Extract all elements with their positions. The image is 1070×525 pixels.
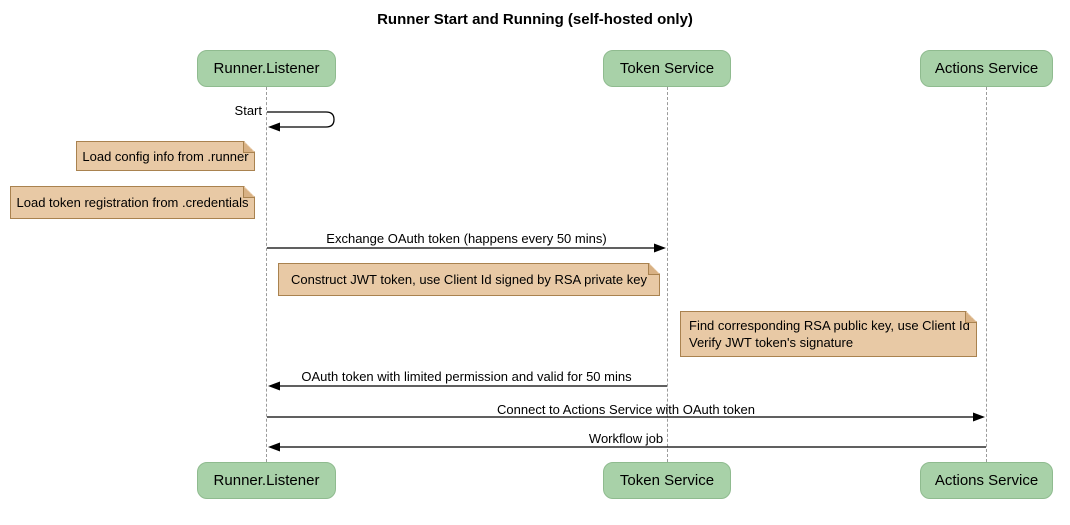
participant-label: Actions Service bbox=[934, 60, 1039, 77]
note-fold-corner bbox=[965, 312, 976, 323]
self-loop-arrow-start bbox=[267, 111, 335, 128]
participant-runner-listener-bottom: Runner.Listener bbox=[197, 462, 336, 499]
message-label-oauth-return: OAuth token with limited permission and … bbox=[301, 369, 632, 384]
note-text-line1: Find corresponding RSA public key, use C… bbox=[689, 318, 970, 333]
participant-token-service-bottom: Token Service bbox=[603, 462, 731, 499]
message-label-connect: Connect to Actions Service with OAuth to… bbox=[497, 402, 755, 417]
note-load-token-registration: Load token registration from .credential… bbox=[10, 186, 255, 219]
note-construct-jwt: Construct JWT token, use Client Id signe… bbox=[278, 263, 660, 296]
arrowhead bbox=[268, 122, 280, 132]
lifeline-actions-service bbox=[986, 87, 987, 462]
note-text-line2: Verify JWT token's signature bbox=[689, 335, 854, 350]
message-label-workflow-job: Workflow job bbox=[588, 431, 664, 446]
note-text: Load config info from .runner bbox=[82, 148, 249, 164]
note-fold-corner bbox=[243, 142, 254, 153]
participant-label: Actions Service bbox=[934, 472, 1039, 489]
lifeline-token-service bbox=[667, 87, 668, 462]
participant-label: Runner.Listener bbox=[213, 472, 320, 489]
participant-actions-service-top: Actions Service bbox=[920, 50, 1053, 87]
note-fold-corner bbox=[243, 187, 254, 198]
participant-label: Runner.Listener bbox=[213, 60, 320, 77]
participant-label: Token Service bbox=[619, 60, 715, 77]
note-fold-corner bbox=[648, 264, 659, 275]
participant-label: Token Service bbox=[619, 472, 715, 489]
participant-runner-listener-top: Runner.Listener bbox=[197, 50, 336, 87]
note-text: Load token registration from .credential… bbox=[16, 195, 249, 210]
message-label-exchange-oauth: Exchange OAuth token (happens every 50 m… bbox=[326, 231, 607, 246]
lifeline-runner-listener bbox=[266, 87, 267, 462]
participant-token-service-top: Token Service bbox=[603, 50, 731, 87]
note-load-config: Load config info from .runner bbox=[76, 141, 255, 171]
message-label-start: Start bbox=[234, 103, 262, 118]
participant-actions-service-bottom: Actions Service bbox=[920, 462, 1053, 499]
note-verify-jwt: Find corresponding RSA public key, use C… bbox=[680, 311, 977, 357]
note-text: Construct JWT token, use Client Id signe… bbox=[291, 272, 647, 287]
diagram-title: Runner Start and Running (self-hosted on… bbox=[377, 11, 693, 28]
